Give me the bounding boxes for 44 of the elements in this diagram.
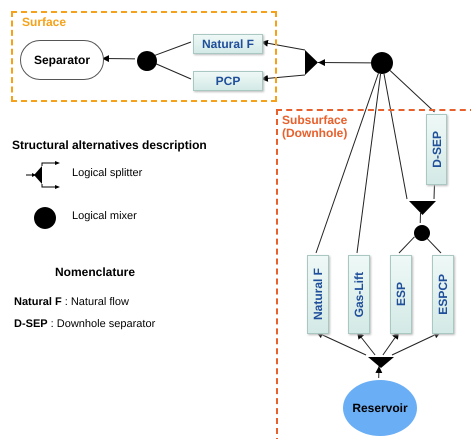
connector <box>425 236 442 254</box>
connector <box>318 59 372 66</box>
process-box: Natural F <box>193 34 263 54</box>
nomenclature-entry: D-SEP : Downhole separator <box>14 318 156 330</box>
connector <box>154 62 192 80</box>
connector <box>392 332 442 356</box>
mixer-circle <box>414 225 430 241</box>
process-box: ESP <box>390 255 412 334</box>
process-box: PCP <box>193 71 263 91</box>
connector <box>154 42 192 56</box>
connector <box>434 182 435 200</box>
reservoir-ellipse: Reservoir <box>343 380 417 436</box>
nomenclature-entry: Natural F : Natural flow <box>14 296 129 308</box>
legend-label: Logical splitter <box>72 167 142 179</box>
connector <box>398 236 415 254</box>
connector <box>356 332 376 356</box>
connector <box>102 55 136 62</box>
process-box: Gas-Lift <box>348 255 370 334</box>
mixer-circle <box>137 51 157 71</box>
connector <box>260 40 306 50</box>
legend-label: Logical mixer <box>72 210 137 222</box>
connector <box>384 73 408 200</box>
process-box: D-SEP <box>426 114 447 185</box>
section-heading: Nomenclature <box>55 265 136 279</box>
connector <box>375 366 382 378</box>
subsurface-region <box>276 109 471 439</box>
connector <box>316 72 379 254</box>
connector <box>382 332 400 356</box>
connector <box>420 212 421 224</box>
connector <box>316 332 366 356</box>
process-box: Natural F <box>307 255 329 334</box>
process-box: ESPCP <box>432 255 454 334</box>
connector <box>260 74 306 82</box>
connector <box>356 73 382 254</box>
separator-terminal: Separator <box>20 40 104 80</box>
connector <box>390 70 435 112</box>
legend-heading: Structural alternatives description <box>12 138 207 152</box>
splitter-triangle <box>409 201 436 215</box>
mixer-circle <box>371 52 393 74</box>
region-label: Surface <box>22 16 66 29</box>
region-label: Subsurface (Downhole) <box>282 114 348 140</box>
surface-region <box>11 11 277 102</box>
splitter-triangle <box>305 50 318 75</box>
splitter-triangle <box>368 357 394 368</box>
